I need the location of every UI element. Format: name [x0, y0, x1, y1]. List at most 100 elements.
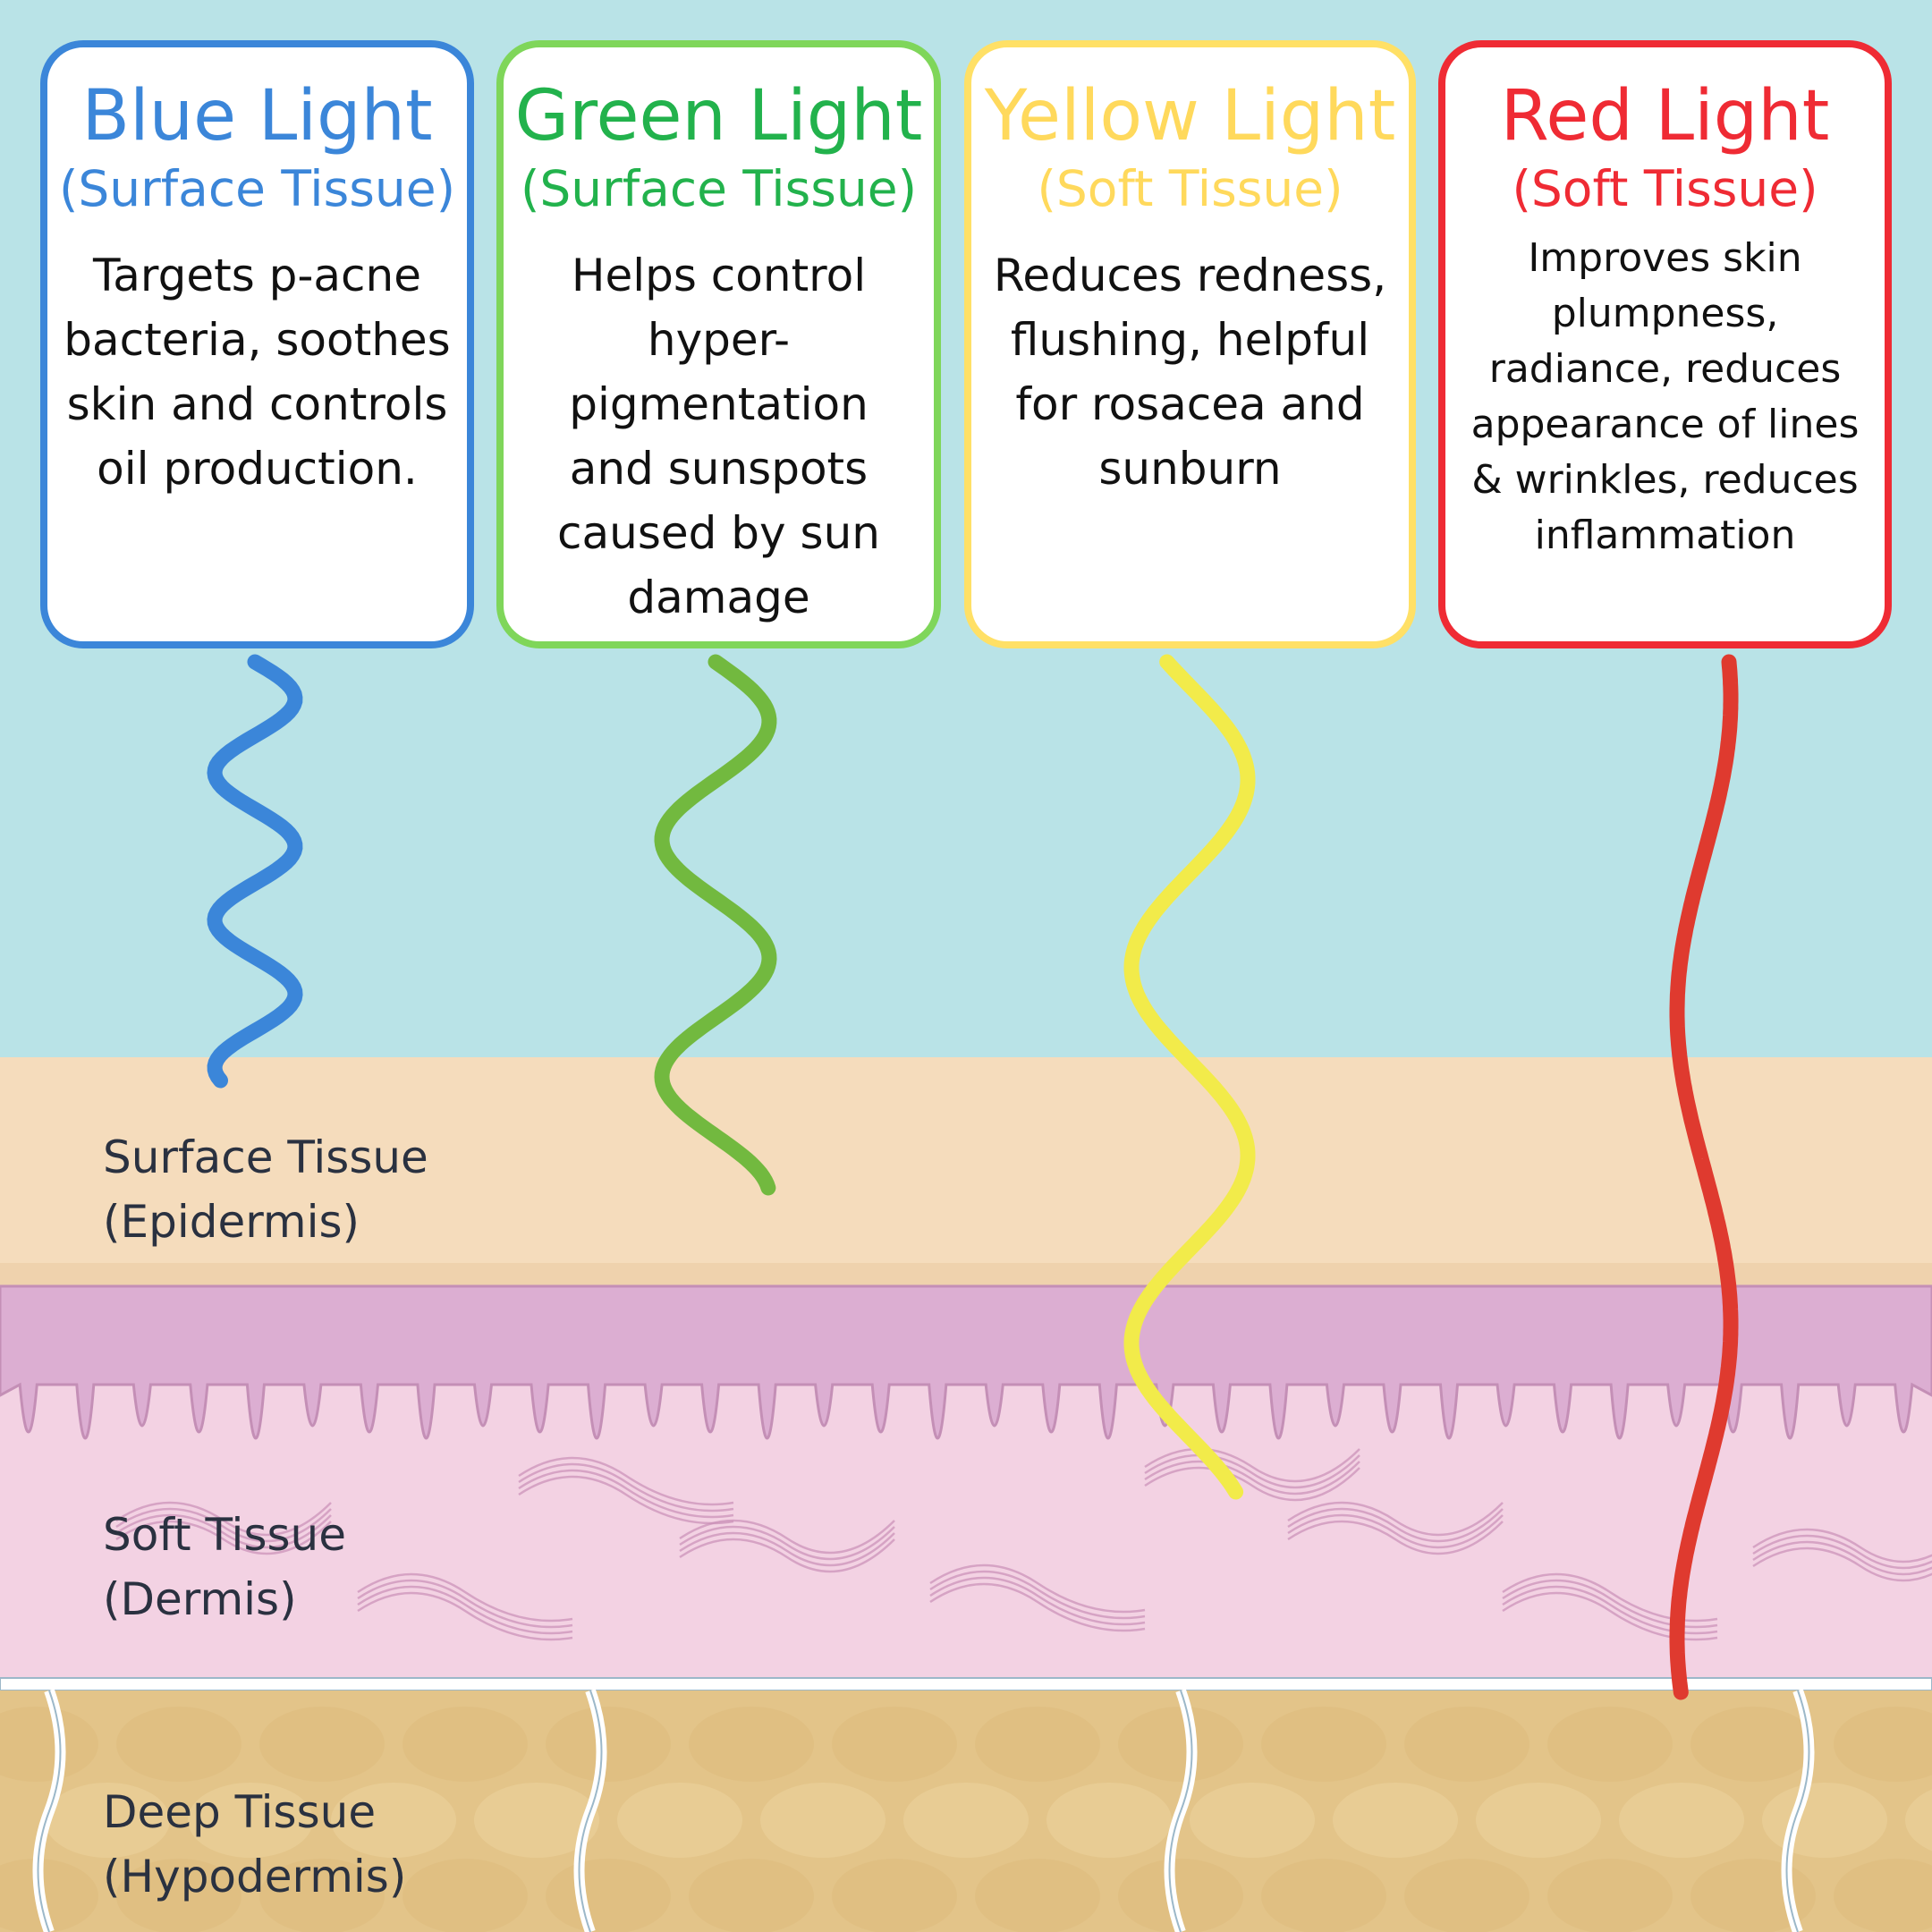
layer-latin-name: (Hypodermis) [103, 1851, 407, 1902]
dermis-fibers [115, 1447, 1932, 1641]
collagen-fiber [1287, 1507, 1504, 1543]
collagen-fiber [929, 1570, 1146, 1620]
fat-cell [1404, 1859, 1530, 1932]
description-line: appearance of lines [1470, 402, 1860, 448]
card-title: Blue Light [81, 76, 433, 157]
red-light-wave [1669, 654, 1739, 1700]
collagen-fiber [518, 1456, 734, 1506]
vessel-outline [578, 1690, 603, 1932]
description-line: skin and controls [66, 378, 448, 431]
description-line: for rosacea and [1015, 378, 1365, 431]
collagen-fiber [1144, 1453, 1360, 1489]
fat-cell [402, 1859, 528, 1932]
fat-cell [617, 1783, 742, 1858]
fat-cell [402, 1707, 528, 1782]
deep-tissue-label: Deep Tissue (Hypodermis) [103, 1780, 406, 1909]
collagen-fiber [357, 1585, 573, 1635]
fat-cell [546, 1859, 671, 1932]
collagen-fiber [929, 1563, 1146, 1614]
fat-cell [1046, 1783, 1172, 1858]
card-description: Improves skin plumpness, radiance, reduc… [1453, 231, 1877, 564]
fat-cell [1261, 1707, 1386, 1782]
fat-cell [975, 1707, 1100, 1782]
surface-tissue-label: Surface Tissue (Epidermis) [103, 1125, 428, 1254]
fat-cell [116, 1859, 242, 1932]
collagen-fiber [357, 1591, 573, 1641]
collagen-fiber [1287, 1520, 1504, 1555]
fat-cell [1190, 1783, 1315, 1858]
fat-cell [1333, 1783, 1458, 1858]
card-title: Yellow Light [984, 76, 1396, 157]
red-light-card: Red Light (Soft Tissue) Improves skin pl… [1438, 40, 1892, 648]
fat-cell [259, 1859, 385, 1932]
dermis-ridge [0, 1284, 1932, 1440]
fat-cell [1404, 1707, 1530, 1782]
card-subtitle: (Soft Tissue) [1037, 160, 1343, 218]
collagen-fiber [1752, 1546, 1932, 1582]
yellow-light-card: Yellow Light (Soft Tissue) Reduces redne… [964, 40, 1416, 648]
collagen-fiber [1287, 1513, 1504, 1549]
description-line: caused by sun [557, 507, 880, 560]
collagen-fiber [1752, 1540, 1932, 1576]
vessel-outline [1168, 1690, 1193, 1932]
fat-cell [116, 1707, 242, 1782]
fat-cell [1905, 1789, 1932, 1852]
collagen-fiber [518, 1462, 734, 1513]
fat-cell [1118, 1707, 1243, 1782]
collagen-fiber [115, 1507, 332, 1543]
description-line: & wrinkles, reduces [1471, 457, 1859, 504]
card-description: Reduces redness, flushing, helpful for r… [979, 243, 1402, 501]
fat-cell [1762, 1783, 1887, 1858]
fat-cell [832, 1859, 957, 1932]
description-line: Helps control [571, 250, 867, 302]
fat-cells [0, 1707, 1932, 1932]
fat-cell [0, 1707, 98, 1782]
fat-cell [903, 1783, 1029, 1858]
layer-name: Surface Tissue [103, 1131, 428, 1183]
fat-cell [474, 1783, 599, 1858]
card-title: Red Light [1500, 76, 1830, 157]
description-line: radiance, reduces [1488, 346, 1842, 393]
fat-cell [331, 1783, 456, 1858]
blue-light-wave [207, 654, 303, 1089]
fat-cell [546, 1707, 671, 1782]
description-line: pigmentation [569, 378, 869, 431]
description-line: bacteria, soothes [64, 314, 451, 367]
vessel-outline [37, 1690, 62, 1932]
collagen-fiber [115, 1513, 332, 1549]
collagen-fiber [518, 1469, 734, 1519]
collagen-fiber [357, 1572, 573, 1623]
collagen-fiber [1144, 1447, 1360, 1483]
vessel-outline [1785, 1690, 1810, 1932]
green-light-wave [654, 654, 777, 1196]
basement-membrane [0, 1677, 1932, 1691]
layer-name: Deep Tissue [103, 1786, 377, 1838]
fat-cell [45, 1783, 170, 1858]
collagen-fiber [929, 1576, 1146, 1626]
fat-cell [0, 1859, 98, 1932]
card-title: Green Light [514, 76, 923, 157]
green-light-card: Green Light (Surface Tissue) Helps contr… [496, 40, 941, 648]
fat-cell [1118, 1859, 1243, 1932]
card-description: Helps control hyper- pigmentation and su… [511, 243, 927, 630]
fat-cell [1834, 1707, 1932, 1782]
fat-cell [689, 1859, 814, 1932]
description-line: hyper- [647, 314, 791, 367]
collagen-fiber [679, 1531, 895, 1567]
description-line: Targets p-acne [93, 250, 421, 302]
yellow-light-wave [1123, 654, 1256, 1500]
description-line: and sunspots [569, 443, 869, 496]
fat-cell [1547, 1859, 1673, 1932]
fat-cell [188, 1783, 313, 1858]
card-description: Targets p-acne bacteria, soothes skin an… [55, 243, 460, 501]
fat-cell [832, 1707, 957, 1782]
description-line: sunburn [1098, 443, 1282, 496]
collagen-fiber [1752, 1528, 1932, 1563]
collagen-fiber [679, 1525, 895, 1561]
layer-latin-name: (Dermis) [103, 1573, 297, 1625]
fat-cell [1261, 1859, 1386, 1932]
soft-tissue-label: Soft Tissue (Dermis) [103, 1503, 346, 1631]
description-line: inflammation [1534, 513, 1796, 559]
collagen-fiber [115, 1520, 332, 1555]
description-line: Reduces redness, [993, 250, 1387, 302]
